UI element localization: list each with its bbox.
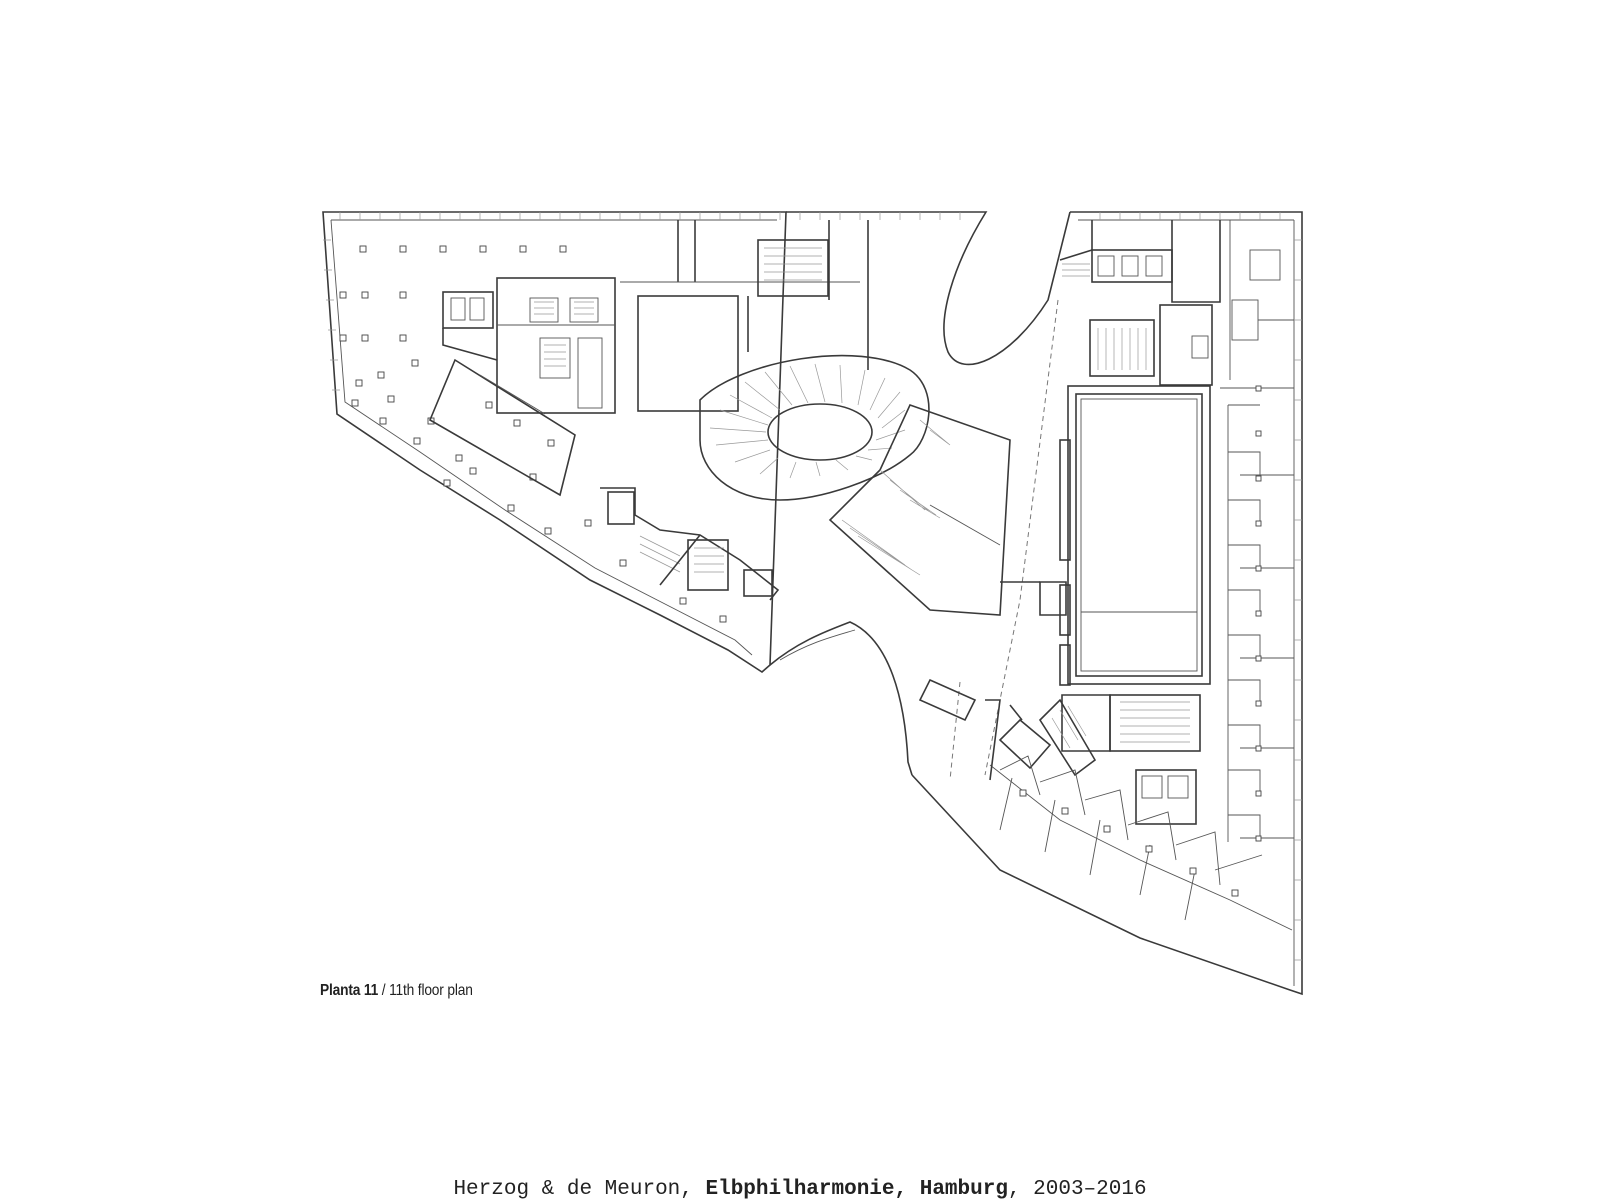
dashed-line-2: [949, 681, 961, 781]
south-diagonal-rooms: [999, 755, 1263, 921]
plan-label-rest: / 11th floor plan: [378, 982, 473, 999]
caption-title: Elbphilharmonie, Hamburg: [705, 1178, 1008, 1201]
west-core-stairs: [442, 277, 616, 414]
west-columns: [339, 245, 727, 623]
plan-label-bold: Planta 11: [320, 982, 379, 999]
southeast-cores: [998, 694, 1201, 825]
caption-years: , 2003–2016: [1007, 1178, 1147, 1201]
south-central-walls: [918, 678, 1023, 781]
west-diagonal-rooms: [428, 358, 780, 601]
east-wing-outline: [911, 211, 1303, 996]
northeast-cores: [1059, 220, 1221, 386]
oval-grand-stair: [699, 354, 1011, 616]
concert-hall-block: [1000, 385, 1211, 686]
caption: Herzog & de Meuron, Elbphilharmonie, Ham…: [0, 1178, 1600, 1201]
central-upper-rooms: [620, 220, 869, 412]
east-perimeter-rooms: [1220, 220, 1294, 842]
caption-architect: Herzog & de Meuron,: [453, 1178, 706, 1201]
dashed-line-1: [984, 299, 1059, 776]
facade-ticks: [323, 212, 1302, 961]
plan-label: Planta 11 / 11th floor plan: [320, 982, 473, 1000]
west-wing-outline: [322, 211, 787, 673]
central-curved-wall: [769, 211, 1071, 776]
